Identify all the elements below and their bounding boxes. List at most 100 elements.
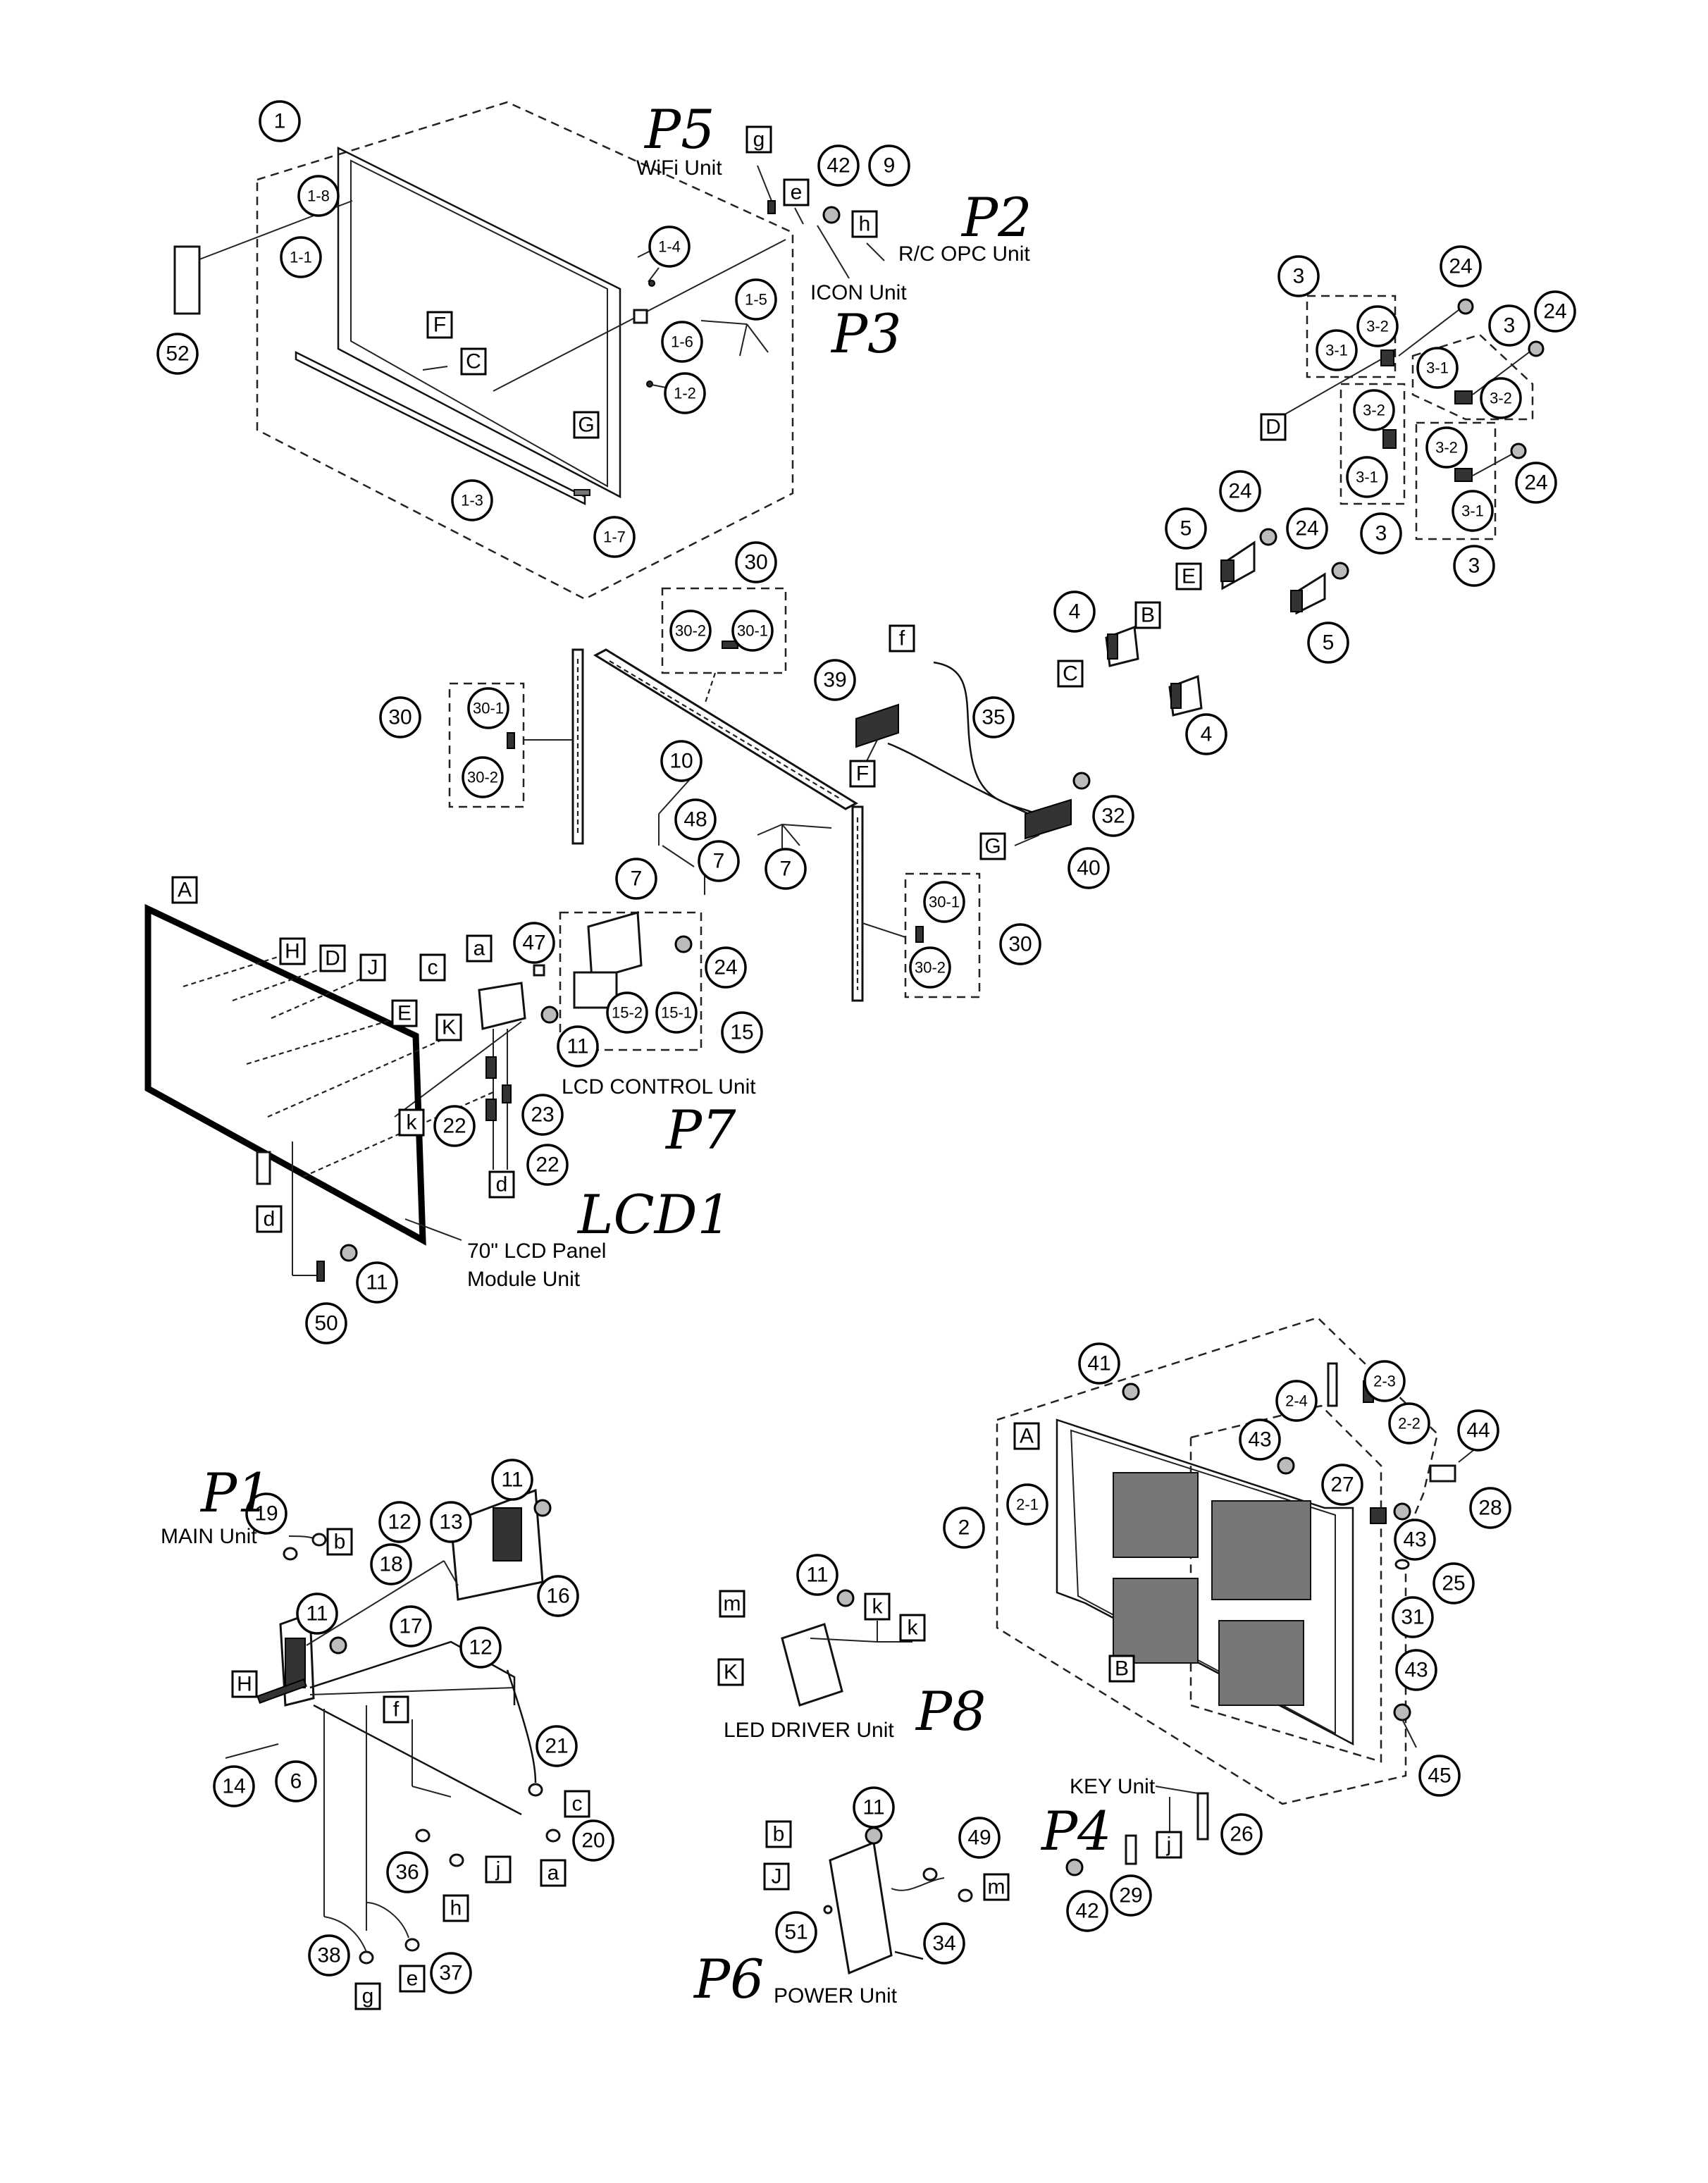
svg-text:4: 4 — [1069, 600, 1081, 624]
svg-text:E: E — [397, 1002, 411, 1025]
svg-text:k: k — [908, 1616, 919, 1640]
svg-text:3-1: 3-1 — [1325, 342, 1348, 359]
svg-text:50: 50 — [314, 1312, 338, 1335]
cable-20-ring — [528, 1783, 543, 1797]
svg-text:38: 38 — [317, 1944, 340, 1967]
svg-text:51: 51 — [784, 1921, 807, 1944]
cable-35 — [933, 661, 1044, 819]
callout-12b: 12 — [459, 1626, 502, 1669]
screw-11e — [836, 1589, 855, 1607]
screw-11f — [865, 1826, 883, 1845]
connector-K-panel: K — [435, 1013, 462, 1041]
svg-text:7: 7 — [713, 850, 725, 873]
svg-text:30-1: 30-1 — [737, 622, 768, 640]
bottom-bar — [295, 350, 586, 506]
callout-43b: 43 — [1394, 1519, 1436, 1561]
connector-39 — [855, 703, 899, 748]
callout-35: 35 — [972, 696, 1015, 738]
svg-text:1-2: 1-2 — [674, 385, 696, 402]
connector-c-main: c — [564, 1790, 590, 1818]
svg-text:C: C — [1063, 662, 1078, 686]
svg-text:c: c — [572, 1793, 583, 1816]
holder-30a — [507, 732, 515, 749]
callout-6: 6 — [275, 1760, 317, 1802]
svg-text:5: 5 — [1180, 517, 1192, 540]
svg-text:12: 12 — [388, 1511, 411, 1534]
rear-cabinet-body — [1056, 1418, 1354, 1746]
svg-text:a: a — [547, 1862, 559, 1885]
svg-text:45: 45 — [1428, 1764, 1451, 1788]
svg-text:26: 26 — [1230, 1823, 1253, 1846]
svg-text:1: 1 — [274, 110, 286, 133]
screw-24b — [1528, 340, 1545, 357]
svg-text:D: D — [325, 947, 340, 970]
holder-30c — [915, 926, 924, 943]
screw-11b — [340, 1244, 358, 1262]
screw-1-5b — [746, 323, 769, 353]
svg-text:35: 35 — [982, 706, 1005, 729]
screw-43a — [1277, 1457, 1295, 1475]
callout-15: 15 — [721, 1011, 763, 1053]
cable-21 — [506, 1669, 537, 1783]
callout-15-2: 15-2 — [606, 991, 648, 1034]
svg-text:3-1: 3-1 — [1461, 502, 1484, 520]
connector-e-top: e — [783, 178, 810, 206]
svg-text:G: G — [578, 414, 594, 437]
callout-11a: 11 — [557, 1025, 599, 1068]
callout-30-2a: 30-2 — [462, 756, 504, 798]
cable-22a — [485, 1056, 497, 1079]
leader-G2 — [1014, 834, 1040, 846]
screw-7c-a — [757, 824, 783, 836]
callout-24c: 24 — [1515, 462, 1557, 504]
callout-2: 2 — [943, 1507, 985, 1549]
callout-36: 36 — [386, 1851, 428, 1893]
bracket-3b — [1454, 390, 1473, 404]
part-6 — [256, 1678, 307, 1704]
connector-F-front: F — [426, 311, 453, 339]
callout-3-2b: 3-2 — [1480, 377, 1522, 419]
screw-42b — [1065, 1858, 1084, 1876]
svg-text:m: m — [724, 1593, 741, 1616]
leader-1-2 — [648, 383, 667, 388]
callout-3b: 3 — [1488, 304, 1530, 347]
cable-49-end — [958, 1888, 973, 1903]
svg-text:3-2: 3-2 — [1435, 439, 1458, 457]
connector-h-main: h — [443, 1894, 469, 1922]
svg-text:1-6: 1-6 — [671, 333, 693, 351]
leader-panel — [404, 1218, 462, 1241]
svg-text:3: 3 — [1504, 314, 1516, 338]
part-29 — [1125, 1834, 1137, 1865]
svg-text:24: 24 — [1449, 255, 1472, 278]
cable-49 — [891, 1877, 945, 1891]
cable-23 — [502, 1084, 512, 1103]
connector-C-front: C — [460, 347, 487, 376]
connector-j-key: j — [1156, 1831, 1182, 1859]
callout-28: 28 — [1469, 1487, 1511, 1529]
part-14 — [225, 1743, 279, 1759]
ref-p3: P3 — [830, 302, 902, 365]
label-key-unit: KEY Unit — [1070, 1775, 1156, 1798]
leader-45 — [1401, 1719, 1417, 1748]
leader-24b — [1472, 352, 1530, 395]
screw-11c — [533, 1499, 552, 1517]
callout-7a: 7 — [615, 858, 657, 900]
ref-p4: P4 — [1040, 1800, 1112, 1862]
front-frame-inner — [350, 159, 608, 488]
power-board — [829, 1841, 893, 1975]
callout-3d: 3 — [1453, 545, 1495, 587]
connector-A-panel: A — [171, 876, 198, 904]
callout-3-2d: 3-2 — [1425, 426, 1468, 469]
svg-text:7: 7 — [780, 858, 792, 881]
ref-lcd1: LCD1 — [576, 1183, 731, 1246]
unit-labels: WiFi Unit R/C OPC Unit ICON Unit LCD CON… — [161, 156, 1156, 2008]
svg-text:43: 43 — [1248, 1428, 1271, 1452]
svg-text:21: 21 — [545, 1735, 568, 1758]
callout-24d: 24 — [1219, 470, 1261, 512]
ref-p5: P5 — [643, 98, 715, 161]
led-bar-top-dots — [609, 660, 843, 800]
svg-text:b: b — [773, 1823, 785, 1846]
svg-text:22: 22 — [536, 1154, 559, 1177]
leader-12 — [306, 1560, 445, 1646]
assembly-2-inner — [1189, 1404, 1382, 1763]
callout-48: 48 — [674, 798, 717, 841]
